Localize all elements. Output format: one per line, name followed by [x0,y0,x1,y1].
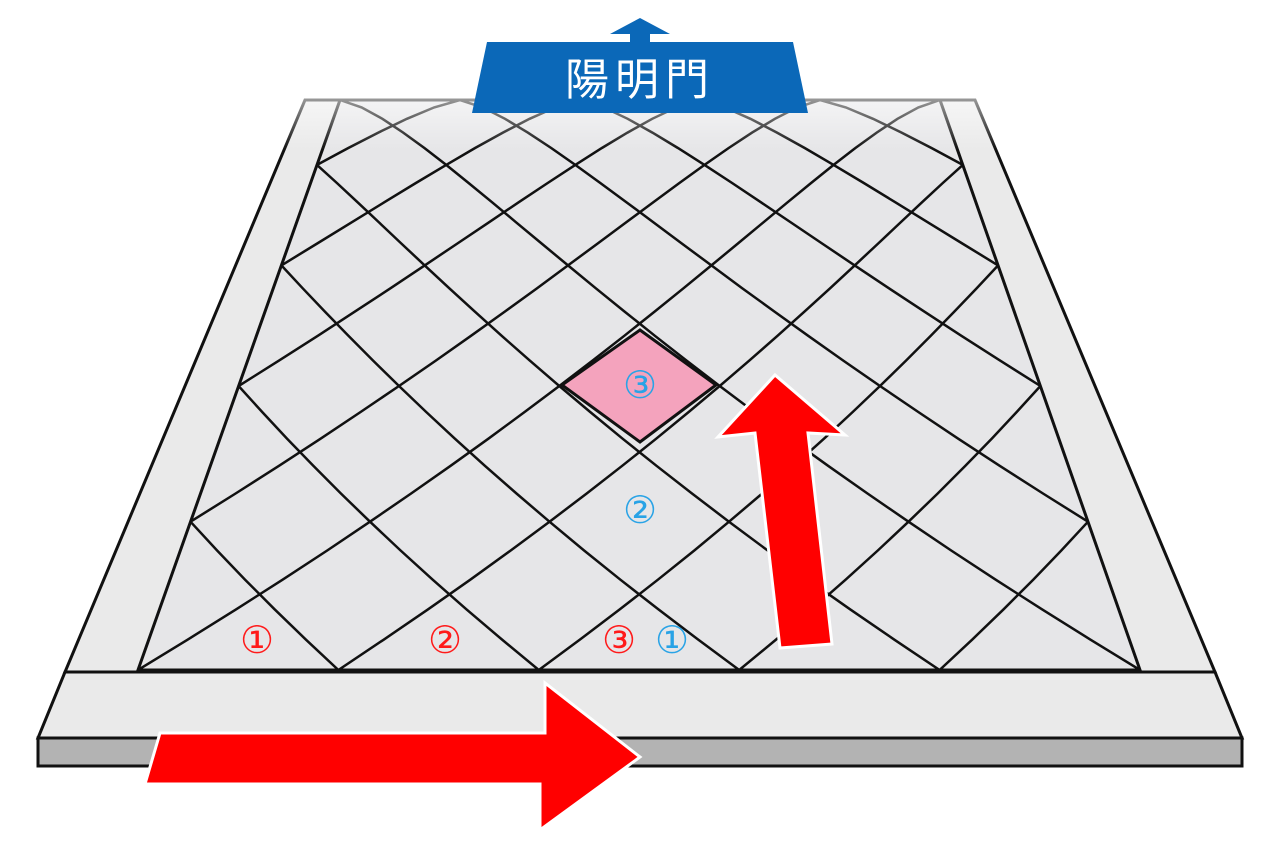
gate-arrow-stem [630,30,650,44]
grid-line [459,100,1140,670]
grid-line [699,100,1140,670]
arrow-up [714,372,850,650]
blue-label-1: ① [655,618,689,662]
gate-arrow-tip [610,18,670,34]
gate-label: 陽明門 [565,55,715,106]
arrow-right [142,679,643,833]
blue-label-2: ② [623,488,657,532]
front-walkway-top [35,670,1245,740]
highlight-label: ③ [623,363,657,407]
red-label-3: ③ [602,618,636,662]
red-label-1: ① [240,618,274,662]
gate-banner [472,42,808,113]
red-label-2: ② [428,618,462,662]
highlight-tile [559,328,719,444]
gate-sign: 陽明門 [472,18,808,113]
grid-line [339,100,1140,670]
